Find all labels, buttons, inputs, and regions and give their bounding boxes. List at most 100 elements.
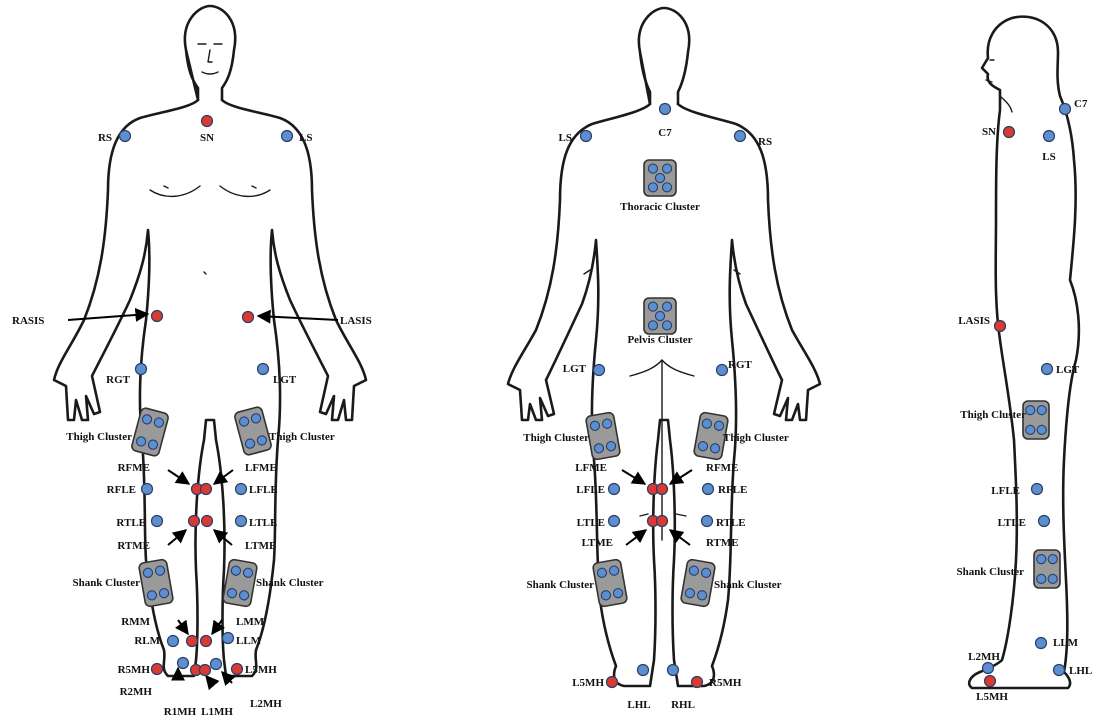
cluster-marker xyxy=(1026,406,1035,415)
back-ltle-label: LTLE xyxy=(577,517,605,529)
front-thigh-left-label: Thigh Cluster xyxy=(66,431,132,443)
front-r5mh-label: R5MH xyxy=(118,664,151,676)
pointer-arrow xyxy=(214,470,233,484)
front-marker-l2mh xyxy=(211,659,222,670)
side-marker-l2mh xyxy=(983,663,994,674)
back-rtle-label: RTLE xyxy=(716,517,746,529)
cluster-marker xyxy=(662,164,671,173)
back-lgt-label: LGT xyxy=(563,363,587,375)
cluster-marker xyxy=(1037,425,1046,434)
side-l5mh-label: L5MH xyxy=(976,691,1008,703)
back-marker-ltle xyxy=(609,516,620,527)
front-body-outline xyxy=(54,100,366,676)
back-rs-label: RS xyxy=(758,136,772,148)
front-rgt-label: RGT xyxy=(106,374,131,386)
back-marker-rfle xyxy=(703,484,714,495)
front-rs-label: RS xyxy=(98,132,112,144)
front-rasis-label: RASIS xyxy=(12,315,44,327)
pointer-arrow xyxy=(168,530,186,545)
back-r5mh-label: R5MH xyxy=(709,677,742,689)
front-view xyxy=(54,6,366,676)
front-rfme-label: RFME xyxy=(118,462,150,474)
side-lfle-label: LFLE xyxy=(991,485,1020,497)
front-thigh-cluster-left xyxy=(131,407,169,457)
front-marker-rtle xyxy=(152,516,163,527)
back-rfle-label: RFLE xyxy=(718,484,747,496)
front-thigh-cluster-right xyxy=(234,406,272,456)
front-marker-lasis xyxy=(243,312,254,323)
front-lmm-label: LMM xyxy=(236,616,265,628)
front-ls-label: LS xyxy=(299,132,312,144)
front-marker-ls xyxy=(282,131,293,142)
front-marker-rgt xyxy=(136,364,147,375)
cluster-marker xyxy=(1048,574,1057,583)
front-lgt-label: LGT xyxy=(273,374,297,386)
side-lasis-label: LASIS xyxy=(958,315,990,327)
front-marker-l5mh xyxy=(232,664,243,675)
front-llm-label: LLM xyxy=(236,635,262,647)
side-body-outline xyxy=(969,17,1079,688)
side-thigh-cluster xyxy=(1023,401,1049,439)
side-lgt-label: LGT xyxy=(1056,364,1080,376)
cluster-marker xyxy=(1037,574,1046,583)
side-c7-label: C7 xyxy=(1074,98,1088,110)
back-marker-lhl xyxy=(638,665,649,676)
side-marker-sn xyxy=(1004,127,1015,138)
cluster-marker xyxy=(1037,555,1046,564)
back-shank-cluster-right xyxy=(680,559,715,607)
front-shank-cluster-left xyxy=(138,559,173,607)
front-shank-cluster-right xyxy=(222,559,257,607)
markers xyxy=(120,104,1071,688)
back-marker-rtle xyxy=(702,516,713,527)
back-marker-rfme xyxy=(657,484,668,495)
cluster-marker xyxy=(1026,425,1035,434)
front-thigh-right-label: Thigh Cluster xyxy=(269,431,335,443)
side-marker-llm xyxy=(1036,638,1047,649)
front-marker-rmm xyxy=(187,636,198,647)
pointer-arrow xyxy=(168,470,189,484)
side-marker-ls xyxy=(1044,131,1055,142)
side-marker-lfle xyxy=(1032,484,1043,495)
front-marker-rlm xyxy=(168,636,179,647)
front-marker-rfle xyxy=(142,484,153,495)
side-marker-lhl xyxy=(1054,665,1065,676)
front-ltme-label: LTME xyxy=(245,540,276,552)
pointer-arrow xyxy=(206,676,212,683)
front-marker-r2mh xyxy=(178,658,189,669)
side-marker-lgt xyxy=(1042,364,1053,375)
pointer-arrow xyxy=(626,530,646,545)
back-shank-cluster-left xyxy=(592,559,627,607)
pointer-arrow xyxy=(178,620,188,634)
front-marker-l1mh xyxy=(200,665,211,676)
side-view xyxy=(969,17,1079,688)
back-shank-left-label: Shank Cluster xyxy=(526,579,594,591)
side-ltle-label: LTLE xyxy=(998,517,1026,529)
back-thoracic-label: Thoracic Cluster xyxy=(620,201,700,213)
back-l5mh-label: L5MH xyxy=(572,677,604,689)
back-rhl-label: RHL xyxy=(671,699,695,711)
back-ls-label: LS xyxy=(559,132,572,144)
front-l2mh-label: L2MH xyxy=(250,698,282,710)
side-marker-lasis xyxy=(995,321,1006,332)
front-rfle-label: RFLE xyxy=(107,484,136,496)
side-sn-label: SN xyxy=(982,126,996,138)
pointer-arrow xyxy=(214,530,232,545)
back-rgt-label: RGT xyxy=(728,359,753,371)
pointer-arrow xyxy=(212,620,222,634)
side-thigh-label: Thigh Cluster xyxy=(960,409,1026,421)
pointer-arrow xyxy=(68,314,148,320)
back-pelvis-label: Pelvis Cluster xyxy=(627,334,692,346)
side-l2mh-label: L2MH xyxy=(968,651,1000,663)
back-head-outline xyxy=(639,8,689,104)
side-shank-label: Shank Cluster xyxy=(956,566,1024,578)
front-l5mh-label: L5MH xyxy=(245,664,277,676)
front-shank-right-label: Shank Cluster xyxy=(256,577,324,589)
cluster-marker xyxy=(662,321,671,330)
side-ls-label: LS xyxy=(1042,151,1055,163)
front-face xyxy=(198,44,222,74)
front-lfme-label: LFME xyxy=(245,462,277,474)
front-marker-sn xyxy=(202,116,213,127)
back-marker-ls xyxy=(581,131,592,142)
